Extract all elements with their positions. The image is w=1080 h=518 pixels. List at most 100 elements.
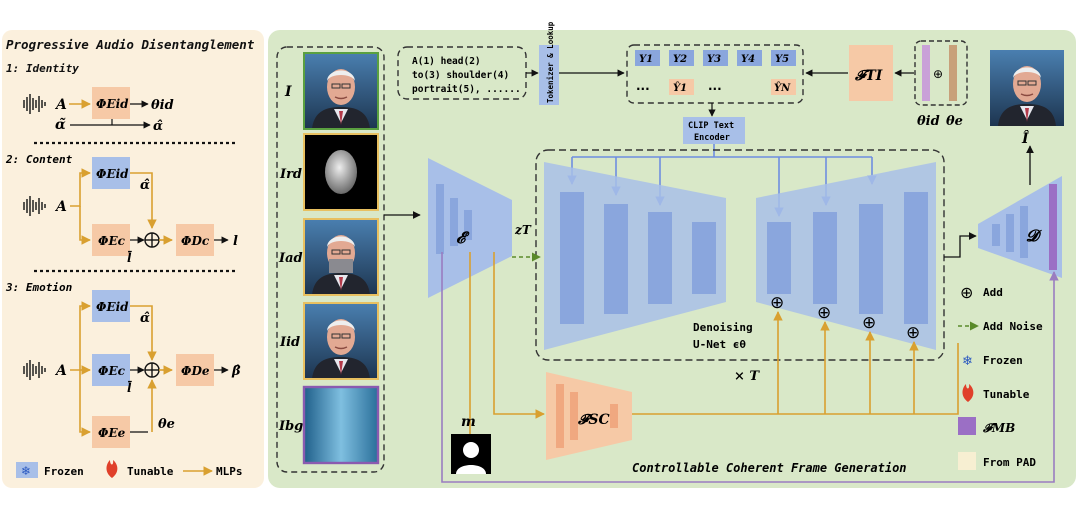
- theta-id-label: θid: [917, 114, 940, 129]
- phi-e-c-label-2: ΦEc: [98, 364, 126, 378]
- phi-e-id-box-2: [92, 157, 130, 189]
- phi-e-c-label-1: ΦEc: [98, 234, 126, 248]
- tokens-ellipsis-2: ...: [708, 79, 722, 93]
- f-mb-bar: [1049, 184, 1057, 270]
- input-image-i: [303, 52, 379, 130]
- left-panel-bg: [2, 30, 264, 488]
- f-sc-label: 𝓕SC: [577, 412, 610, 428]
- svg-text:Y2: Y2: [673, 54, 687, 65]
- token-y4: Y4: [737, 50, 762, 66]
- tokenizer-label: Tokenizer & Lookup: [546, 21, 555, 103]
- theta-e-symbol: θe: [158, 417, 175, 432]
- legend-tunable-label: Tunable: [127, 465, 174, 478]
- theta-id-bar: [922, 45, 930, 101]
- legend-snowflake-icon: ❄: [21, 464, 31, 478]
- legend-add-icon: ⊕: [960, 283, 973, 302]
- unet-add-node-3: ⊕: [862, 313, 876, 333]
- phi-d-c-box: [176, 224, 214, 256]
- f-ti-label: 𝓕TI: [854, 68, 883, 84]
- tokens-group: [626, 44, 804, 104]
- input-images-group: [276, 46, 385, 473]
- unet-label-1: Denoising: [693, 321, 753, 334]
- unet-decoder-trapezoid: [756, 162, 936, 350]
- svg-text:ŶN: ŶN: [774, 82, 791, 94]
- identity-title: 1: Identity: [6, 62, 79, 75]
- input-label-i: I: [284, 84, 292, 100]
- input-label-ibg: Ibg: [278, 419, 303, 434]
- token-y1: Y1: [635, 50, 660, 66]
- waveform-icon-2: [23, 196, 46, 216]
- alpha-tilde-symbol: α̃: [55, 116, 66, 133]
- svg-text:⊕: ⊕: [770, 293, 784, 313]
- svg-text:⊕: ⊕: [906, 323, 920, 343]
- phi-e-id-label-1: ΦEid: [96, 97, 129, 111]
- waveform-icon-1: [23, 94, 46, 114]
- f-ti-box: [849, 45, 893, 101]
- input-label-iad: Iad: [278, 251, 303, 266]
- input-image-iid: [303, 302, 379, 380]
- legend-f-mb-swatch: [958, 417, 976, 435]
- phi-e-c-box-1: [92, 224, 130, 256]
- times-t-label: × T: [734, 369, 760, 384]
- content-title: 2: Content: [5, 153, 73, 166]
- legend-f-mb-label: 𝓕MB: [982, 421, 1015, 435]
- legend-frozen-label: Frozen: [44, 465, 84, 478]
- legend-tunable-label-right: Tunable: [983, 388, 1030, 401]
- legend-frozen-label-right: Frozen: [983, 354, 1023, 367]
- svg-text:Y3: Y3: [707, 54, 721, 65]
- phi-e-e-label: ΦEe: [98, 426, 126, 440]
- svg-text:Ŷ1: Ŷ1: [673, 82, 687, 94]
- phi-e-id-label-2: ΦEid: [96, 167, 129, 181]
- clip-label-2: Encoder: [694, 133, 730, 143]
- prompt-line-2: to(3) shoulder(4): [412, 70, 509, 81]
- left-panel-title: Progressive Audio Disentanglement: [6, 37, 255, 52]
- clip-label-1: CLIP Text: [688, 121, 734, 131]
- legend-pad-swatch: [958, 452, 976, 470]
- legend-mlps-label: MLPs: [216, 465, 243, 478]
- token-y5: Y5: [771, 50, 796, 66]
- l-bar-symbol-1: l̄: [127, 249, 132, 265]
- token-y2: Y2: [669, 50, 694, 66]
- input-image-ird: [303, 133, 379, 211]
- legend-frozen-icon: ❄: [962, 354, 973, 369]
- legend-flame-icon: [106, 460, 118, 478]
- token-yhatn: ŶN: [771, 79, 796, 95]
- z-t-label: zT: [514, 223, 532, 237]
- prompt-line-3: portrait(5), ......: [412, 84, 521, 95]
- phi-e-id-box-3: [92, 290, 130, 322]
- svg-text:⊕: ⊕: [862, 313, 876, 333]
- input-image-iad: [303, 218, 379, 296]
- mask-image: [451, 434, 491, 474]
- mask-label: m: [461, 414, 476, 430]
- svg-text:Y5: Y5: [775, 54, 789, 65]
- phi-e-e-box: [92, 416, 130, 448]
- legend-pad-label: From PAD: [983, 456, 1036, 469]
- phi-d-e-box: [176, 354, 214, 386]
- beta-hat-symbol: β̂: [231, 364, 241, 379]
- token-y3: Y3: [703, 50, 728, 66]
- theta-group: [914, 40, 968, 106]
- audio-symbol-2: A: [54, 199, 67, 215]
- phi-e-id-label-3: ΦEid: [96, 300, 129, 314]
- output-image: [989, 49, 1065, 127]
- l-bar-symbol-2: l̄: [127, 379, 132, 395]
- alpha-hat-symbol-1: α̂: [153, 119, 163, 134]
- legend-tunable-icon: [962, 384, 974, 402]
- phi-d-c-label: ΦDc: [181, 234, 210, 248]
- phi-e-c-box-2: [92, 354, 130, 386]
- input-label-iid: Iid: [279, 335, 300, 350]
- unet-add-node-1: ⊕: [770, 293, 784, 313]
- svg-text:Y4: Y4: [741, 54, 755, 65]
- theta-e-bar: [949, 45, 957, 101]
- emotion-title: 3: Emotion: [5, 281, 73, 294]
- legend-frozen-swatch: [16, 462, 38, 478]
- audio-symbol-3: A: [54, 363, 67, 379]
- l-symbol: l: [233, 234, 238, 249]
- tokenizer-box: [539, 45, 559, 105]
- token-yhat1: Ŷ1: [669, 79, 694, 95]
- prompt-line-1: A(1) head(2): [412, 56, 481, 67]
- alpha-hat-symbol-2: α̂: [140, 178, 150, 193]
- tokens-ellipsis-1: ...: [636, 79, 650, 93]
- waveform-icon-3: [23, 360, 46, 380]
